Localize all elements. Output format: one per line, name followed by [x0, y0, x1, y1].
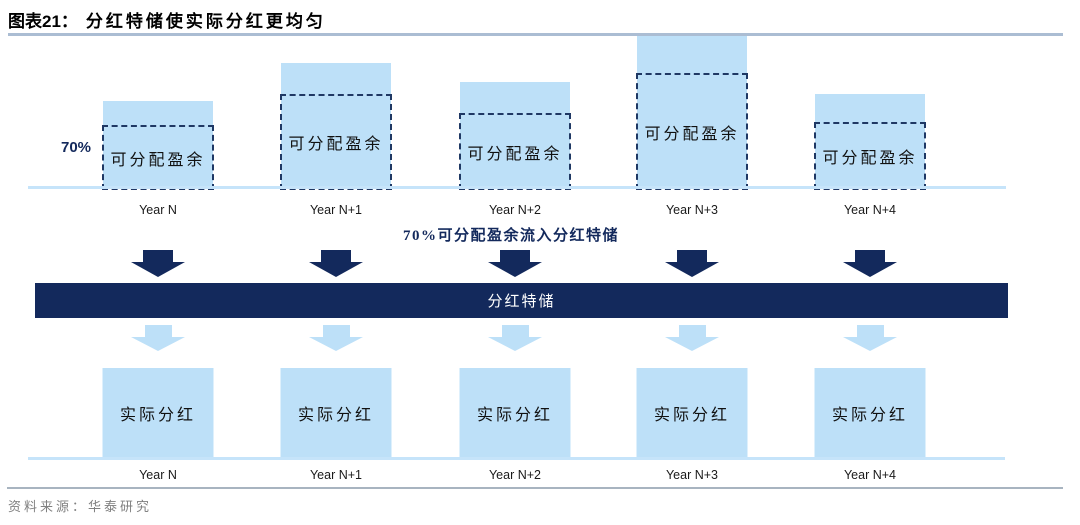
figure-title-text: 分红特储使实际分红更均匀: [85, 12, 326, 31]
source-text: 资料来源：华泰研究: [8, 499, 153, 514]
distributable-surplus-box: 可分配盈余: [459, 113, 571, 190]
actual-dividend-box: 实际分红: [459, 368, 571, 458]
light-down-arrow-icon: [843, 325, 897, 351]
year-label: Year N+2: [488, 468, 542, 482]
surplus-box-label: 可分配盈余: [822, 150, 918, 167]
year-label: Year N+2: [488, 203, 542, 217]
light-down-arrow-icon: [665, 325, 719, 351]
actual-dividend-label: 实际分红: [653, 407, 730, 424]
actual-dividend-label: 实际分红: [297, 407, 374, 424]
actual-dividend-box: 实际分红: [280, 368, 392, 458]
actual-dividend-box: 实际分红: [636, 368, 748, 458]
year-label: Year N: [139, 468, 177, 482]
year-label: Year N+4: [843, 468, 897, 482]
top-axis-line: [28, 186, 1006, 189]
figure-title: 图表21： 分红特储使实际分红更均匀: [8, 7, 326, 32]
navy-down-arrow-icon: [665, 250, 719, 277]
top-chart: 可分配盈余可分配盈余可分配盈余可分配盈余可分配盈余: [0, 0, 1080, 190]
navy-down-arrow-icon: [488, 250, 542, 277]
surplus-box-label: 可分配盈余: [110, 151, 206, 169]
year-label: Year N+4: [843, 203, 897, 217]
surplus-box-label: 可分配盈余: [644, 125, 740, 143]
distributable-surplus-box: 可分配盈余: [636, 73, 748, 190]
reserve-bar-label: 分红特储: [487, 294, 556, 310]
navy-down-arrow-icon: [309, 250, 363, 277]
navy-down-arrow-icon: [131, 250, 185, 277]
year-label: Year N+3: [665, 203, 719, 217]
light-down-arrow-icon: [488, 325, 542, 351]
surplus-bar: 可分配盈余: [459, 82, 571, 190]
navy-down-arrow-icon: [843, 250, 897, 277]
actual-dividend-label: 实际分红: [831, 407, 908, 424]
reserve-bar: 分红特储: [35, 283, 1008, 318]
surplus-bar: 可分配盈余: [814, 94, 926, 190]
light-down-arrow-icon: [309, 325, 363, 351]
actual-dividend-label: 实际分红: [119, 407, 196, 424]
actual-dividend-box: 实际分红: [102, 368, 214, 458]
surplus-bar: 可分配盈余: [636, 36, 748, 190]
seventy-percent-label: 70%: [60, 139, 92, 156]
surplus-bar: 可分配盈余: [102, 101, 214, 190]
surplus-box-label: 可分配盈余: [288, 136, 384, 153]
source-divider-line: [7, 487, 1063, 489]
distributable-surplus-box: 可分配盈余: [814, 122, 926, 190]
light-down-arrow-icon: [131, 325, 185, 351]
year-label: Year N+3: [665, 468, 719, 482]
surplus-box-label: 可分配盈余: [467, 145, 563, 163]
figure-title-label: 图表21：: [8, 12, 78, 31]
actual-dividend-box: 实际分红: [814, 368, 926, 458]
title-underline: [8, 33, 1063, 36]
flow-heading: 70%可分配盈余流入分红特储: [402, 228, 620, 244]
year-label: Year N+1: [309, 203, 363, 217]
actual-dividend-label: 实际分红: [476, 407, 553, 424]
year-label: Year N+1: [309, 468, 363, 482]
distributable-surplus-box: 可分配盈余: [102, 125, 214, 190]
distributable-surplus-box: 可分配盈余: [280, 94, 392, 190]
surplus-bar: 可分配盈余: [280, 63, 392, 190]
year-label: Year N: [139, 203, 177, 217]
bottom-axis-line: [28, 457, 1005, 460]
